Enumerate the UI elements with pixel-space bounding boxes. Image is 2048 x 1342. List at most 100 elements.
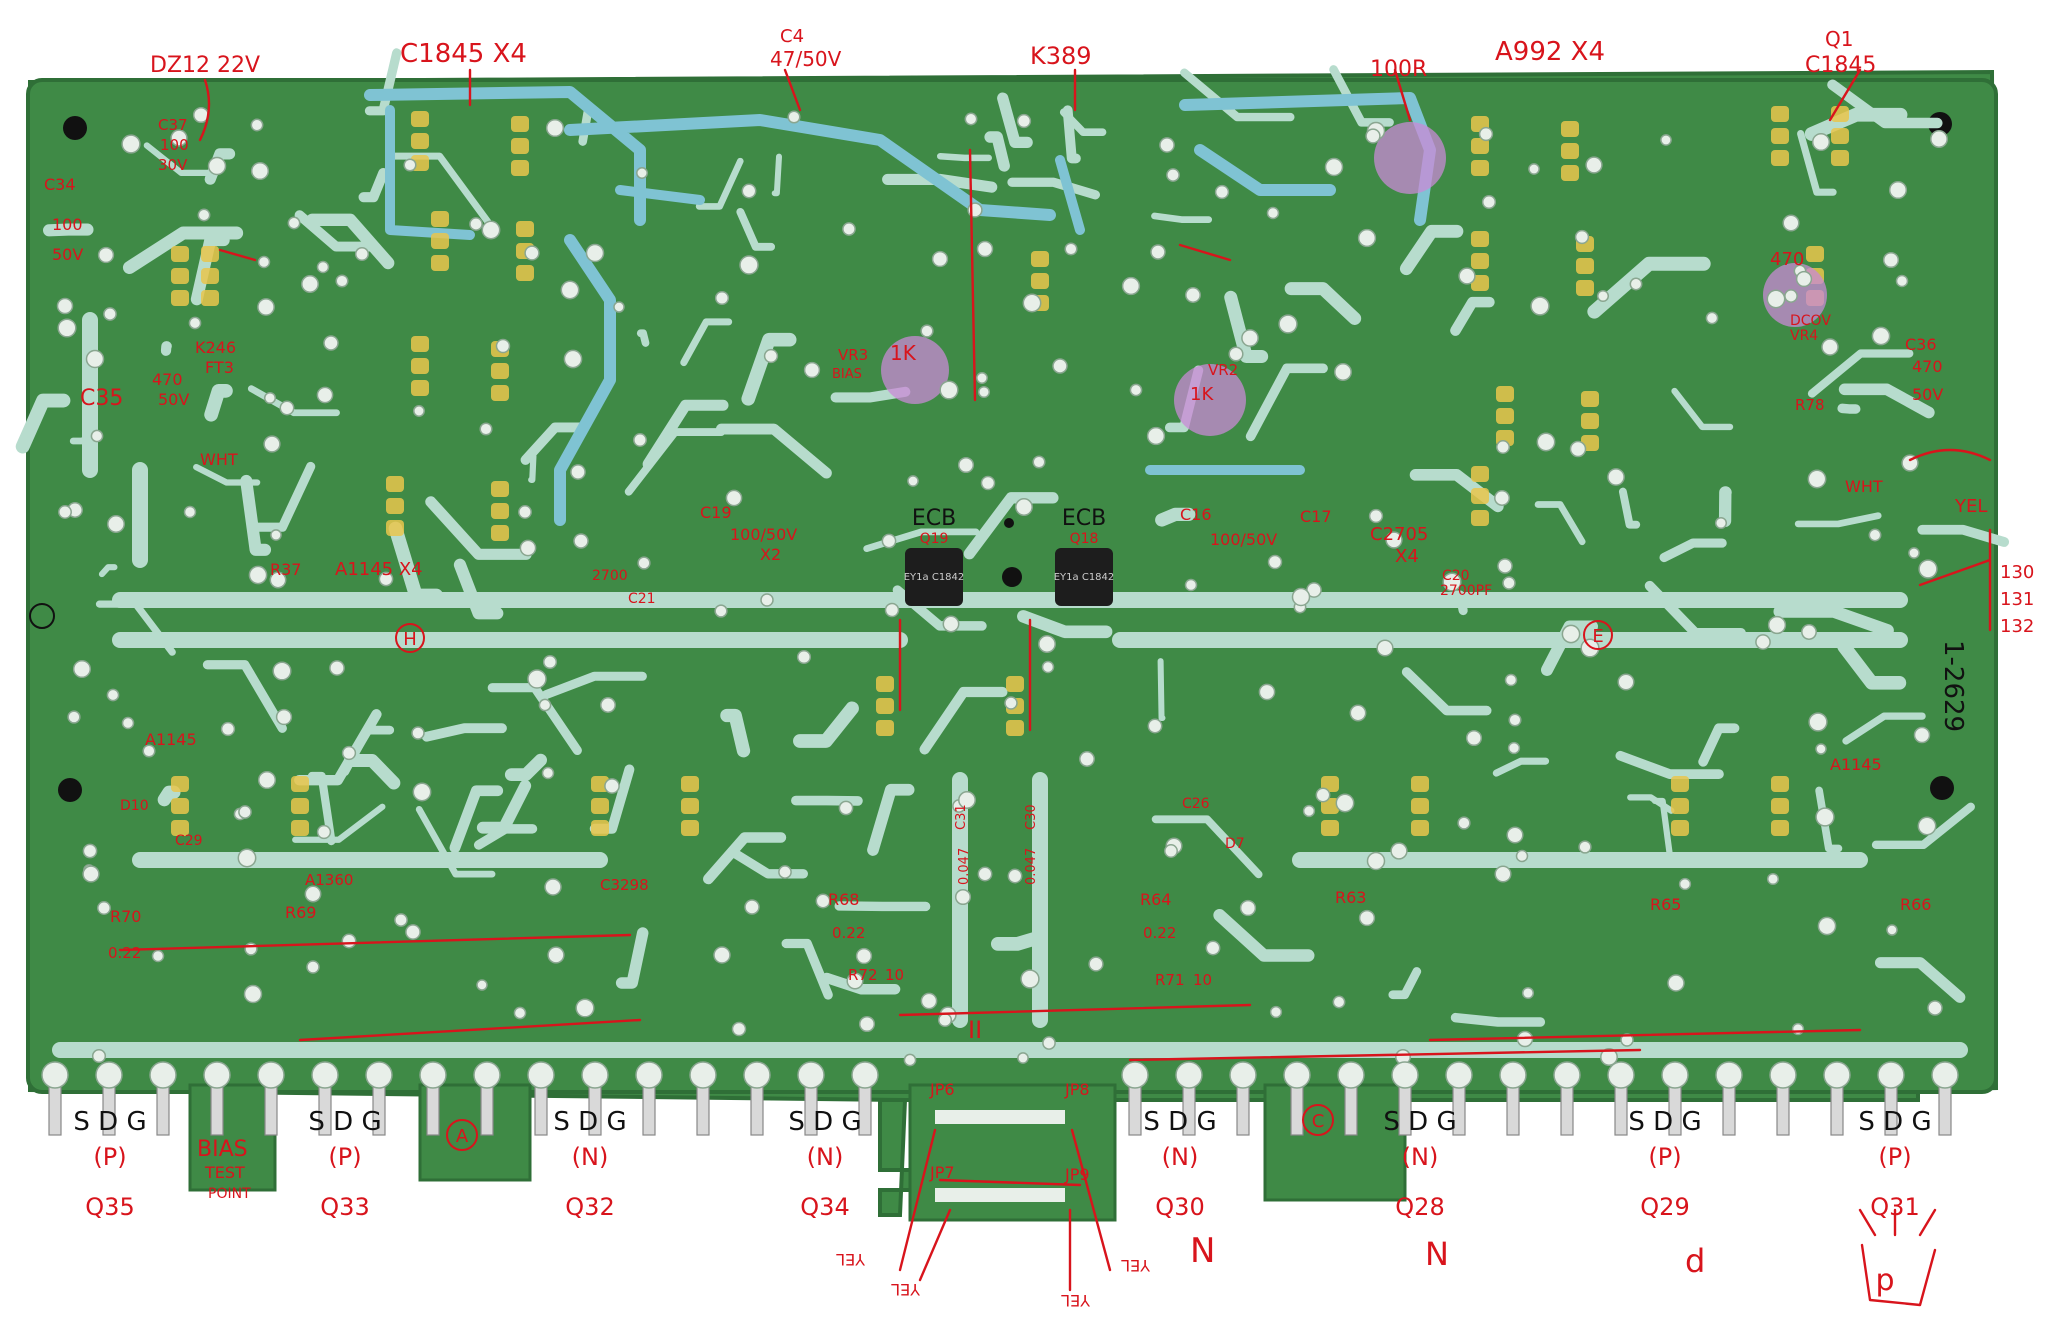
- top-component-labels: DZ12 22V C1845 X4 C4 47/50V K389 100R A9…: [150, 26, 1876, 82]
- q29-label: Q29: [1640, 1193, 1689, 1221]
- r63-label: R63: [1335, 888, 1366, 907]
- c19-value: 100/50V: [730, 525, 797, 544]
- jp9-label: JP9: [1064, 1165, 1090, 1184]
- q29-type: (P): [1648, 1143, 1681, 1171]
- board-id: 1-2629: [1938, 640, 1968, 732]
- mounting-holes: [58, 112, 1954, 802]
- r64-label: R64: [1140, 890, 1171, 909]
- q30-type: (N): [1162, 1143, 1199, 1171]
- circle-h-label: H: [403, 629, 417, 650]
- bias-test-label-1: BIAS: [197, 1137, 248, 1162]
- q28-pins: S D G: [1383, 1107, 1456, 1137]
- a1145-left-label: A1145: [145, 730, 197, 749]
- vr3-label: VR3: [838, 346, 868, 364]
- jp7-label: JP7: [929, 1163, 955, 1182]
- a992-x4-label: A992 X4: [1495, 37, 1605, 67]
- q28-type: (N): [1402, 1143, 1439, 1171]
- q34-label: Q34: [800, 1193, 849, 1221]
- q35-pins: S D G: [73, 1107, 146, 1137]
- q32-type: (N): [572, 1143, 609, 1171]
- jp8-label: JP8: [1064, 1080, 1090, 1099]
- k246-label: K246: [195, 338, 236, 357]
- q33-label: Q33: [320, 1193, 369, 1221]
- c16-value: 100/50V: [1210, 530, 1277, 549]
- q18-label: Q18: [1070, 531, 1099, 547]
- a1145-right-label: A1145: [1830, 755, 1882, 774]
- c31-label: C31: [954, 804, 969, 830]
- c34-value: 100: [52, 215, 83, 234]
- c34-volts: 50V: [52, 245, 83, 264]
- c35-value: 470: [152, 370, 183, 389]
- yel-right-bottom-label-2: YEL: [1061, 1291, 1091, 1310]
- n-label-1: N: [1190, 1231, 1215, 1271]
- q28-label: Q28: [1395, 1193, 1444, 1221]
- bias-test-label-2: TEST: [204, 1163, 245, 1182]
- wht-right-label: WHT: [1845, 477, 1883, 496]
- r78-label: R78: [1795, 396, 1825, 414]
- r65-label: R65: [1650, 895, 1681, 914]
- q31-label: Q31: [1870, 1193, 1919, 1221]
- ecb-right-label: ECB: [1062, 506, 1106, 531]
- r72-value: 10: [885, 966, 904, 984]
- r64-value: 0.22: [1143, 924, 1176, 942]
- vr3-value: 1K: [890, 341, 917, 365]
- c31-value: 0.047: [957, 848, 972, 885]
- vr2-value: 1K: [1190, 384, 1214, 405]
- r66-label: R66: [1900, 895, 1931, 914]
- a1145-x4-label: A1145 X4: [335, 559, 423, 580]
- bias-test-label-3: POINT: [208, 1186, 251, 1202]
- r71-value: 10: [1193, 971, 1212, 989]
- dz-label: DZ12 22V: [150, 53, 260, 78]
- ft3-label: FT3: [205, 358, 234, 377]
- d10-label: D10: [120, 798, 149, 814]
- c1845-x4-label: C1845 X4: [400, 39, 527, 69]
- c36-volts: 50V: [1912, 385, 1943, 404]
- k389-label: K389: [1030, 42, 1092, 70]
- r68-value: 0.22: [832, 924, 865, 942]
- q32-pins: S D G: [553, 1107, 626, 1137]
- q34-type: (N): [807, 1143, 844, 1171]
- c26-label: C26: [1182, 796, 1210, 812]
- chip-right-marking: EY1a C1842: [1054, 572, 1115, 583]
- r71-label: R71: [1155, 971, 1185, 989]
- c37-label: C37: [158, 116, 188, 134]
- c37-value: 100: [160, 136, 189, 154]
- jp6-label: JP6: [929, 1080, 955, 1099]
- center-transistors: ECB ECB Q19 Q18 EY1a C1842 EY1a C1842: [904, 506, 1115, 606]
- n-label-2: N: [1425, 1235, 1449, 1273]
- orientation-mark: [29, 603, 55, 629]
- c34-label: C34: [44, 175, 76, 194]
- q33-type: (P): [328, 1143, 361, 1171]
- c16-label: C16: [1180, 505, 1212, 524]
- c19-label: C19: [700, 503, 732, 522]
- q34-pins: S D G: [788, 1107, 861, 1137]
- wht-left-label: WHT: [200, 450, 238, 469]
- red-annotation-lines: [118, 68, 1992, 1307]
- c21-label: C21: [628, 591, 656, 607]
- vr4-label: VR4: [1790, 328, 1818, 344]
- q30-pins: S D G: [1143, 1107, 1216, 1137]
- q31-type: (P): [1878, 1143, 1911, 1171]
- tab-c: [1263, 1083, 1407, 1202]
- q35-label: Q35: [85, 1193, 134, 1221]
- q32-label: Q32: [565, 1193, 614, 1221]
- bottom-pin-headers: [41, 1061, 1959, 1136]
- c30-value: 0.047: [1024, 848, 1039, 885]
- yel-left-label-2: YEL: [891, 1280, 921, 1299]
- circle-a-label: A: [456, 1126, 469, 1147]
- yel-left-label: YEL: [836, 1250, 866, 1269]
- q29-pins: S D G: [1628, 1107, 1701, 1137]
- d7-label: D7: [1225, 836, 1245, 852]
- r69-label: R69: [285, 903, 316, 922]
- dcov-label: DCOV: [1790, 313, 1831, 329]
- c36-value: 470: [1912, 357, 1943, 376]
- c30-label: C30: [1024, 804, 1039, 830]
- trimpot-highlights: [881, 122, 1827, 436]
- r68-label: R68: [828, 890, 859, 909]
- c35-volts: 50V: [158, 390, 189, 409]
- bottom-labels: S D G (P) Q35 S D G (P) Q33 S D G (N) Q32 S D G (N…: [73, 1080, 1931, 1310]
- c20-value: 2700PF: [1440, 583, 1492, 599]
- c17-label: C17: [1300, 507, 1332, 526]
- vr2-label: VR2: [1208, 361, 1238, 379]
